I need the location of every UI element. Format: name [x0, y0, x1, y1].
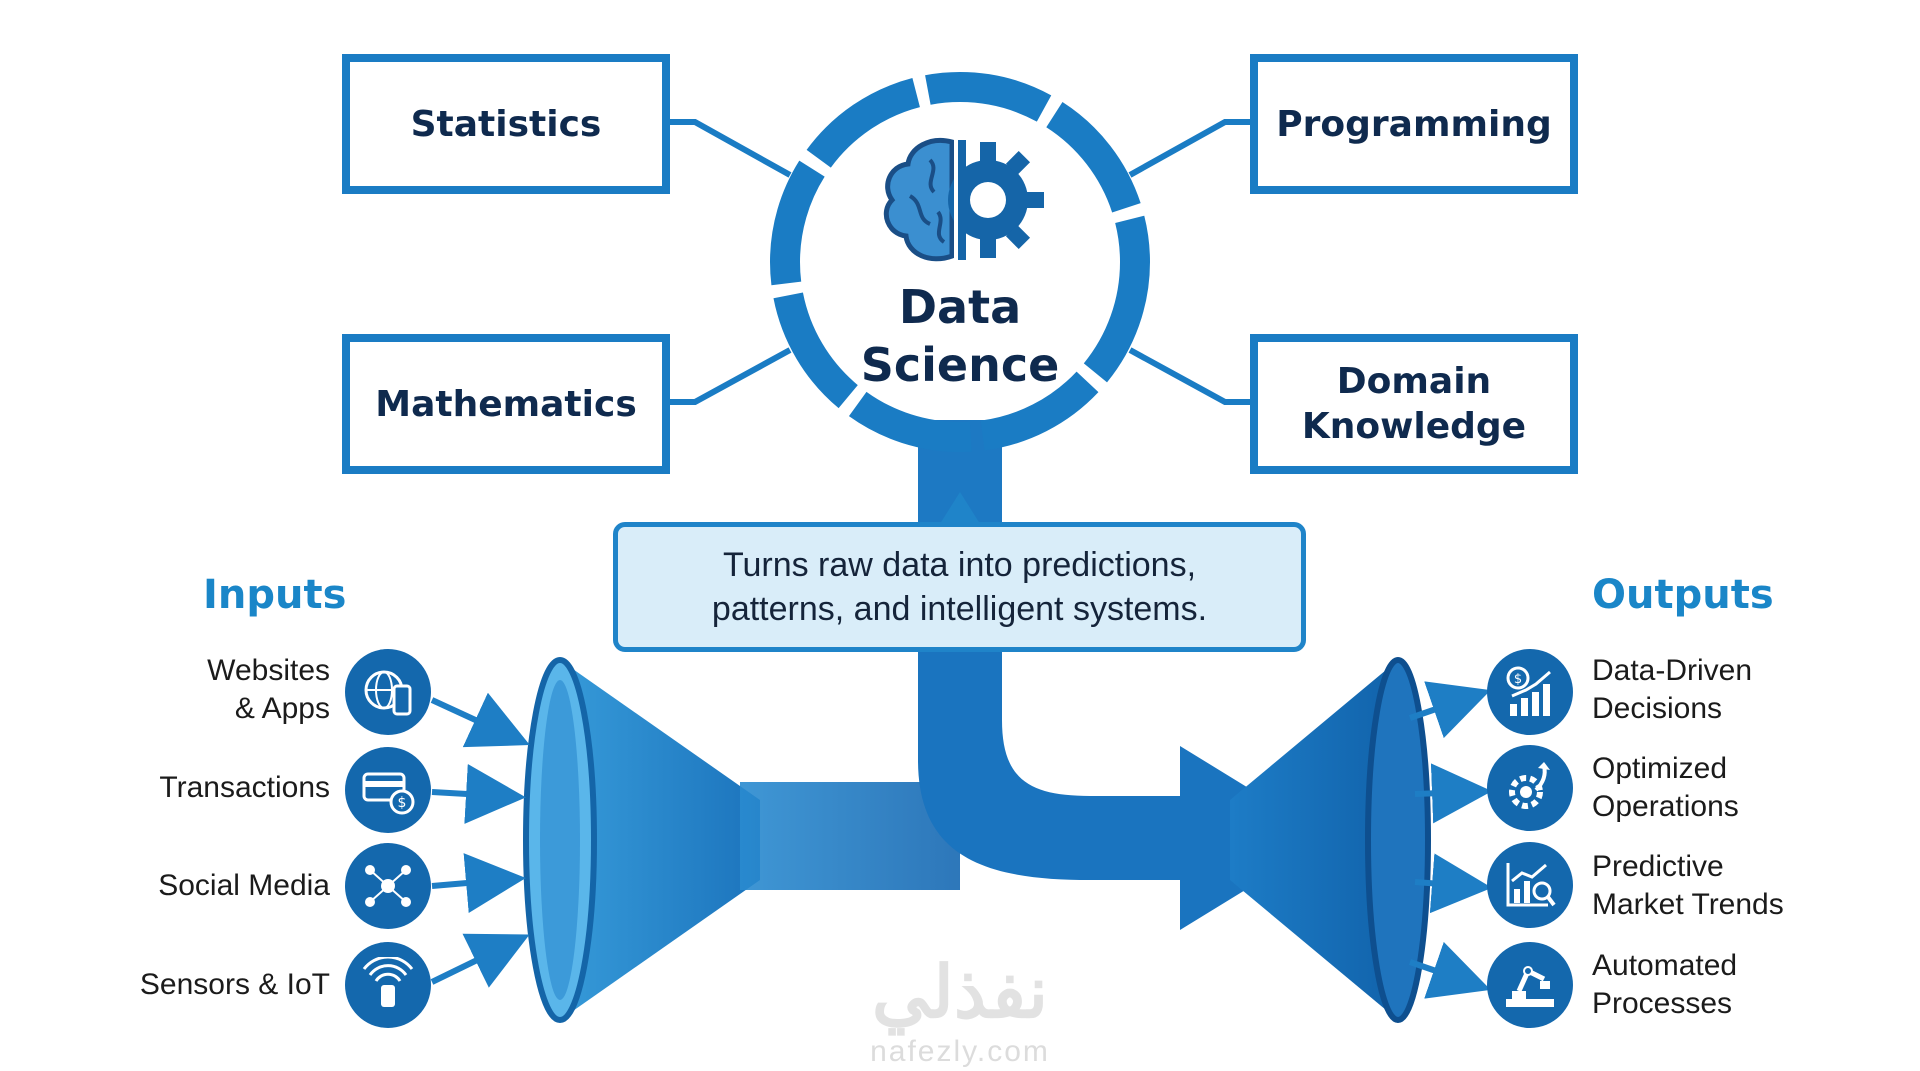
output-label-decisions-line1: Data-Driven [1592, 654, 1753, 687]
sensor-signal-icon [345, 942, 431, 1028]
gear-arrow-icon [1487, 745, 1573, 831]
callout-line2: patterns, and intelligent systems. [711, 590, 1208, 628]
svg-text:$: $ [1514, 672, 1522, 687]
robot-arm-icon [1487, 942, 1573, 1028]
input-label-social-media: Social Media [158, 867, 330, 905]
center-title-line1: Data [898, 280, 1022, 334]
inputs-title: Inputs [203, 572, 347, 618]
output-arrow-3 [1414, 853, 1492, 914]
input-arrows [430, 692, 530, 988]
connector-programming [1128, 119, 1250, 178]
output-label-operations-line1: Optimized [1592, 752, 1728, 785]
output-label-operations: Optimized Operations [1592, 750, 1739, 826]
watermark-url: nafezly.com [870, 1035, 1050, 1068]
input-label-websites-line2: & Apps [234, 692, 330, 725]
input-funnel [523, 657, 760, 1023]
center-title: Data Science [820, 278, 1100, 394]
input-label-websites: Websites & Apps [207, 652, 330, 728]
output-label-operations-line2: Operations [1592, 790, 1739, 823]
statistics-label: Statistics [410, 103, 602, 145]
brain-gear-icon [883, 136, 1044, 264]
mathematics-box: Mathematics [342, 334, 670, 474]
center-title-line2: Science [860, 338, 1060, 392]
watermark-arabic: نفذلي [871, 953, 1049, 1033]
outputs-title: Outputs [1592, 572, 1774, 618]
programming-box: Programming [1250, 54, 1578, 194]
output-arrow-4 [1409, 941, 1491, 999]
network-people-icon [345, 843, 431, 929]
output-funnel [1230, 657, 1431, 1023]
mathematics-label: Mathematics [375, 383, 637, 425]
input-label-social-media-line1: Social Media [158, 869, 330, 902]
input-arrow-4 [430, 933, 530, 988]
output-label-trends: Predictive Market Trends [1592, 848, 1784, 924]
connector-lines [670, 119, 1250, 405]
flow-pipe [740, 652, 1330, 930]
domain-label-line1: Domain [1336, 361, 1492, 402]
connector-mathematics [670, 347, 792, 405]
connector-domain [1128, 347, 1250, 405]
statistics-box: Statistics [342, 54, 670, 194]
output-label-trends-line2: Market Trends [1592, 888, 1784, 921]
output-arrow-1 [1409, 681, 1491, 739]
globe-phone-icon [345, 649, 431, 735]
programming-label: Programming [1276, 103, 1552, 145]
output-arrows [1409, 681, 1492, 999]
input-label-websites-line1: Websites [207, 654, 330, 687]
domain-knowledge-box: Domain Knowledge [1250, 334, 1578, 474]
input-label-sensors-line1: Sensors & IoT [139, 968, 330, 1001]
input-arrow-1 [430, 692, 530, 748]
callout-line1: Turns raw data into predictions, [722, 546, 1197, 584]
input-arrow-3 [431, 853, 526, 913]
output-label-processes-line2: Processes [1592, 987, 1733, 1020]
credit-card-icon: $ [345, 747, 431, 833]
output-label-decisions-line2: Decisions [1592, 692, 1723, 725]
domain-label-line2: Knowledge [1301, 406, 1527, 447]
description-callout: Turns raw data into predictions, pattern… [613, 522, 1306, 652]
output-label-processes: Automated Processes [1592, 947, 1737, 1023]
output-label-processes-line1: Automated [1592, 949, 1738, 982]
input-arrow-2 [431, 763, 526, 824]
input-label-sensors: Sensors & IoT [140, 966, 330, 1004]
input-label-transactions-line1: Transactions [159, 771, 330, 804]
dollar-growth-chart-icon: $ [1487, 649, 1573, 735]
input-label-transactions: Transactions [159, 769, 330, 807]
connector-statistics [670, 119, 792, 178]
callout-pointer [938, 492, 982, 527]
output-arrow-2 [1414, 763, 1492, 824]
chart-magnifier-icon [1487, 842, 1573, 928]
output-label-trends-line1: Predictive [1592, 850, 1724, 883]
svg-text:$: $ [398, 795, 407, 811]
output-label-decisions: Data-Driven Decisions [1592, 652, 1752, 728]
